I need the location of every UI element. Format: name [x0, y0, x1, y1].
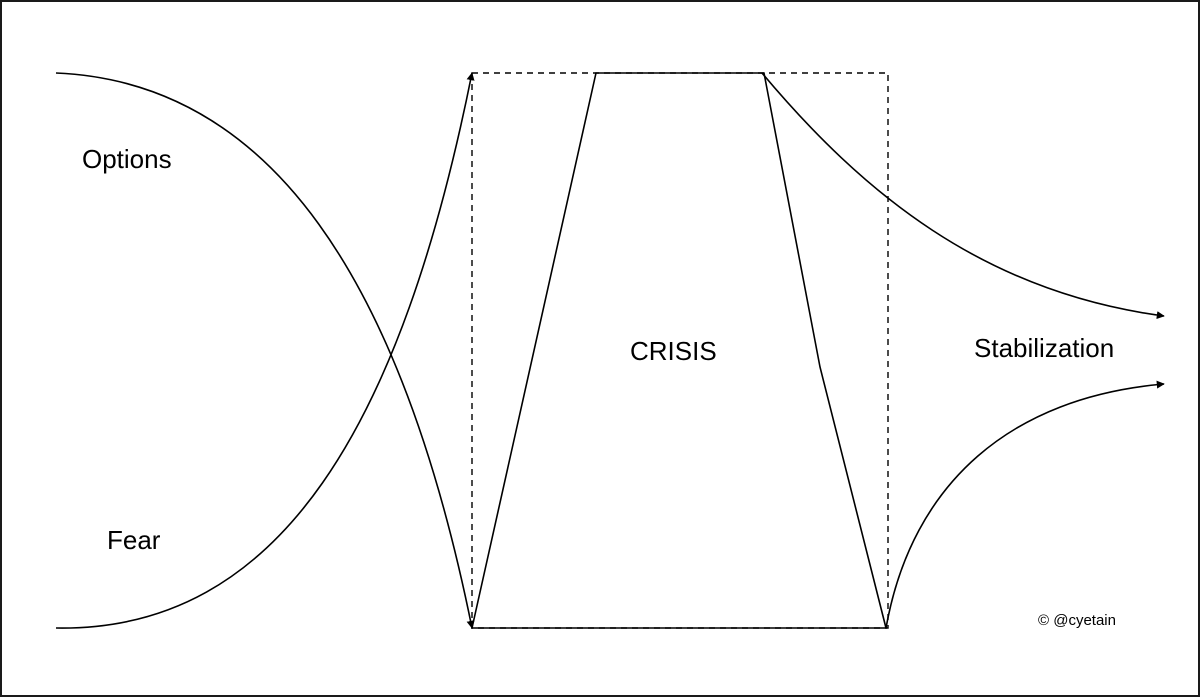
options-label: Options: [82, 144, 172, 174]
fear-curve: [55, 72, 475, 629]
crisis-label: CRISIS: [630, 336, 717, 366]
stabilization-upper-arrow: [761, 72, 1165, 320]
fear-label: Fear: [107, 525, 161, 555]
options-curve: [55, 72, 475, 629]
crisis-trapezoid: [471, 72, 888, 629]
copyright-label: © @cyetain: [1038, 612, 1116, 629]
stabilization-label: Stabilization: [974, 333, 1115, 363]
stabilization-lower-arrow: [885, 380, 1165, 629]
